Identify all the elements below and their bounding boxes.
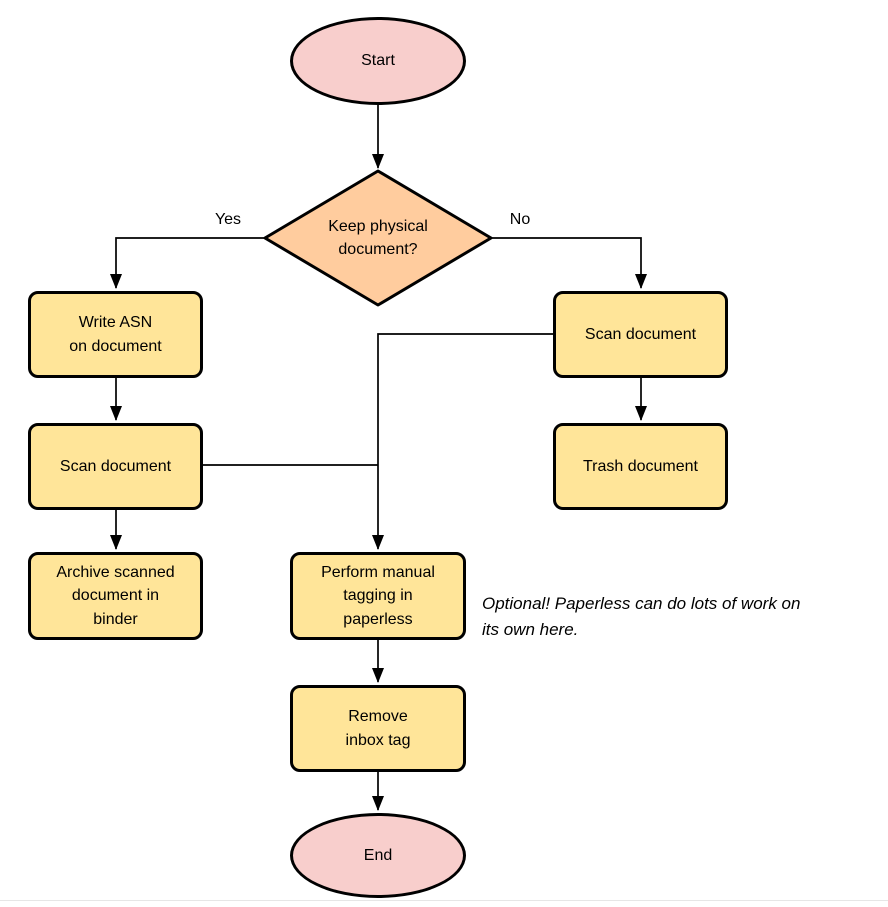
edge-label-yes: Yes: [214, 211, 242, 228]
node-trash-document: Trash document: [553, 423, 728, 510]
node-decision-label: Keep physical document?: [328, 217, 428, 258]
node-scan-document-right-label: Scan document: [584, 325, 697, 343]
node-archive-in-binder: Archive scanned document in binder: [28, 552, 203, 640]
node-scan-document-right: Scan document: [553, 291, 728, 378]
edge-label-no: No: [509, 211, 531, 228]
node-scan-document-left: Scan document: [28, 423, 203, 510]
node-remove-inbox-tag: Remove inbox tag: [290, 685, 466, 772]
node-trash-document-label: Trash document: [582, 457, 698, 475]
decision-diamond-shape: [263, 169, 493, 307]
node-remove-inbox-tag-label: Remove inbox tag: [345, 708, 411, 749]
node-end: End: [290, 813, 466, 898]
node-manual-tagging-label: Perform manual tagging in paperless: [321, 564, 435, 628]
note-optional-paperless: Optional! Paperless can do lots of work …: [482, 594, 801, 639]
node-start-label: Start: [361, 52, 395, 70]
node-end-label: End: [363, 846, 393, 864]
edge-decision-yes-to-write-asn: [110, 237, 265, 289]
page-bottom-border: [0, 900, 888, 901]
node-scan-document-left-label: Scan document: [59, 457, 172, 475]
node-write-asn: Write ASN on document: [28, 291, 203, 378]
node-write-asn-label: Write ASN on document: [69, 314, 162, 355]
node-start: Start: [290, 17, 466, 105]
node-manual-tagging: Perform manual tagging in paperless: [290, 552, 466, 640]
node-archive-in-binder-label: Archive scanned document in binder: [56, 564, 175, 628]
edge-scan-right-to-tagging: [372, 333, 553, 550]
edge-decision-no-to-scan-right: [491, 237, 647, 289]
